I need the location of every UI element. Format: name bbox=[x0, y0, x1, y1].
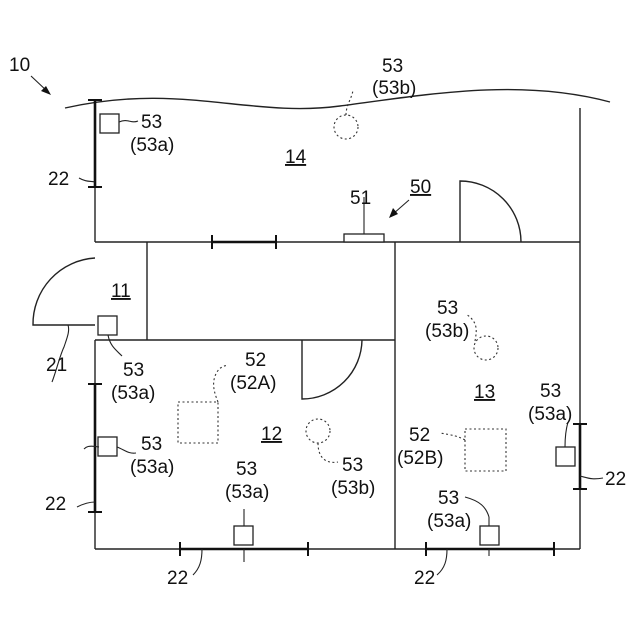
sensor-53b-room13 bbox=[474, 336, 498, 360]
sensor-53a-room12-bottom bbox=[234, 526, 253, 545]
door-room12-swing bbox=[302, 340, 362, 399]
window-22-label-1: 22 bbox=[48, 169, 69, 190]
sensor-53b-room14 bbox=[334, 115, 358, 139]
window-22-label-3: 22 bbox=[167, 568, 188, 589]
leader-lines bbox=[52, 90, 603, 575]
system-50-label: 50 bbox=[410, 177, 431, 198]
lamp-52-label-b: 52 bbox=[409, 425, 430, 446]
door-room14-swing bbox=[460, 181, 521, 242]
sensor-53a-sub-room12-left: (53a) bbox=[130, 457, 174, 478]
sensor-53-label-room11: 53 bbox=[123, 360, 144, 381]
sensor-53b-sub-room13: (53b) bbox=[425, 321, 469, 342]
lamp-52a-sub: (52A) bbox=[230, 373, 276, 394]
room-13-label: 13 bbox=[474, 382, 495, 403]
window-22-label-5: 22 bbox=[605, 469, 626, 490]
sensor-53-label-room13-b: 53 bbox=[437, 298, 458, 319]
sensor-53a-sub-room14: (53a) bbox=[130, 135, 174, 156]
wavy-cut-boundary bbox=[65, 90, 610, 109]
window-22-label-4: 22 bbox=[414, 568, 435, 589]
room-14-label: 14 bbox=[285, 147, 307, 168]
controller-51-label: 51 bbox=[350, 188, 371, 209]
room-12-label: 12 bbox=[261, 424, 282, 445]
lamp-52b-box bbox=[465, 429, 506, 471]
sensor-53-label-room13-bottom: 53 bbox=[438, 488, 459, 509]
doors bbox=[33, 181, 521, 399]
sensor-53b-sub-room14: (53b) bbox=[372, 78, 416, 99]
sensor-53a-sub-room12-bottom: (53a) bbox=[225, 482, 269, 503]
sensor-53a-room11 bbox=[98, 316, 117, 335]
room-11-label: 11 bbox=[111, 281, 131, 302]
lamp-52b-sub: (52B) bbox=[397, 448, 443, 469]
sensor-53-label-room12-left: 53 bbox=[141, 434, 162, 455]
lamp-52a-box bbox=[178, 402, 218, 443]
figure-ref-label: 10 bbox=[9, 55, 30, 76]
sensor-53b-room12 bbox=[306, 419, 330, 443]
sensor-53a-sub-room11: (53a) bbox=[111, 383, 155, 404]
sensor-53a-room13-bottom bbox=[480, 526, 499, 545]
controller-box bbox=[344, 234, 384, 242]
window-22-label-2: 22 bbox=[45, 494, 66, 515]
doorway-21-label: 21 bbox=[46, 355, 67, 376]
sensor-53b-sub-room12: (53b) bbox=[331, 478, 375, 499]
sensor-53-label-room13-right: 53 bbox=[540, 381, 561, 402]
sensor-53a-room14 bbox=[100, 114, 119, 133]
sensor-53a-room12-left bbox=[98, 437, 117, 456]
window-corridor-top bbox=[212, 235, 276, 249]
lamp-52-label-a: 52 bbox=[245, 350, 266, 371]
window-room14-left bbox=[88, 100, 102, 187]
sensor-53-label-room14-b: 53 bbox=[382, 56, 403, 77]
sensor-53-label-room14-a: 53 bbox=[141, 112, 162, 133]
sensor-53a-room13-right bbox=[556, 447, 575, 466]
sensor-53-label-room12-bottom: 53 bbox=[236, 459, 257, 480]
sensor-53a-sub-room13-bottom: (53a) bbox=[427, 511, 471, 532]
sensor-53a-sub-room13-right: (53a) bbox=[528, 404, 572, 425]
entrance-door-swing bbox=[33, 258, 95, 325]
sensor-53-label-room12-b: 53 bbox=[342, 455, 363, 476]
